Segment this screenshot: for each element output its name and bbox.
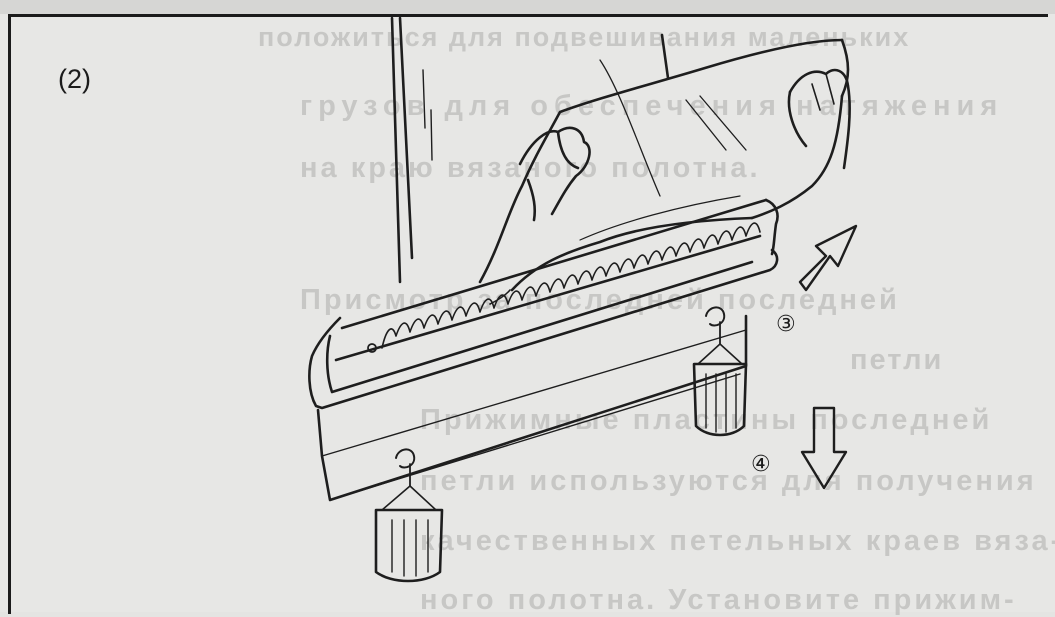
arrow-down-icon (802, 408, 846, 488)
left-hand (520, 128, 590, 220)
arrow-up-right-icon (800, 226, 856, 290)
callout-step-4: ④ (751, 452, 771, 477)
callout-step-3: ③ (776, 312, 796, 337)
weight-right-icon (694, 307, 746, 435)
cast-on-comb (309, 200, 777, 500)
